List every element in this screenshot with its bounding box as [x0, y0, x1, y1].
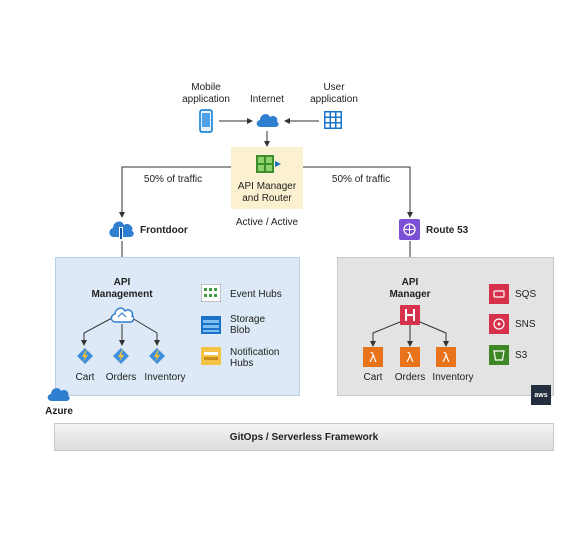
aws-cart-label: Cart [363, 372, 383, 383]
frontdoor-icon [108, 218, 134, 245]
router-mode-label: Active / Active [235, 217, 299, 228]
sqs-icon [489, 284, 509, 309]
right-traffic-label: 50% of traffic [331, 174, 391, 185]
api-management-label: API Management [91, 277, 153, 300]
aws-inventory-lambda-icon: λ [436, 347, 456, 372]
route53-label: Route 53 [426, 225, 469, 236]
azure-cart-function-icon [77, 348, 93, 369]
svg-text:λ: λ [406, 351, 414, 366]
sns-icon [489, 314, 509, 339]
user-app-label: User application [310, 82, 358, 105]
event-hubs-icon [200, 283, 222, 307]
gitops-label: GitOps / Serverless Framework [229, 431, 379, 443]
user-app-grid-icon [324, 111, 342, 134]
azure-cart-label: Cart [75, 372, 95, 383]
aws-tree-lines [370, 321, 449, 347]
azure-inventory-label: Inventory [144, 372, 186, 383]
azure-cloud-icon [46, 385, 72, 408]
event-hubs-label: Event Hubs [230, 289, 282, 300]
storage-blob-label: Storage Blob [230, 314, 266, 336]
azure-inventory-function-icon [149, 348, 165, 369]
gitops-bar: GitOps / Serverless Framework [54, 423, 554, 451]
internet-cloud-icon [255, 111, 280, 134]
azure-orders-function-icon [113, 348, 129, 369]
aws-logo: aws [531, 385, 551, 405]
frontdoor-label: Frontdoor [140, 225, 188, 236]
storage-blob-icon [201, 316, 221, 339]
azure-label: Azure [45, 406, 73, 417]
route53-icon [399, 219, 420, 245]
internet-label: Internet [250, 94, 284, 105]
aws-inventory-label: Inventory [432, 372, 474, 383]
azure-orders-label: Orders [105, 372, 137, 383]
router-label: API Manager and Router [237, 181, 297, 204]
api-manager-label: API Manager [389, 277, 431, 300]
mobile-device-icon [199, 109, 213, 138]
notification-hubs-label: Notification Hubs [230, 347, 280, 369]
mobile-app-label: Mobile application [182, 82, 230, 105]
aws-panel [337, 257, 554, 396]
notification-hubs-icon [201, 347, 221, 370]
aws-logo-text: aws [534, 391, 548, 399]
aws-orders-lambda-icon: λ [400, 347, 420, 372]
api-router-icon [256, 155, 282, 178]
router-to-route53-arrow [303, 166, 413, 218]
svg-text:λ: λ [442, 351, 450, 366]
left-traffic-label: 50% of traffic [143, 174, 203, 185]
aws-cart-lambda-icon: λ [363, 347, 383, 372]
sqs-label: SQS [515, 289, 537, 300]
api-management-cloud-icon [110, 305, 135, 330]
s3-label: S3 [515, 350, 528, 361]
router-to-frontdoor-arrow [119, 166, 231, 218]
s3-icon [489, 345, 509, 370]
aws-orders-label: Orders [394, 372, 426, 383]
aws-api-gateway-icon [400, 305, 420, 330]
azure-tree-lines [81, 317, 160, 346]
sns-label: SNS [515, 319, 536, 330]
svg-text:λ: λ [369, 351, 377, 366]
